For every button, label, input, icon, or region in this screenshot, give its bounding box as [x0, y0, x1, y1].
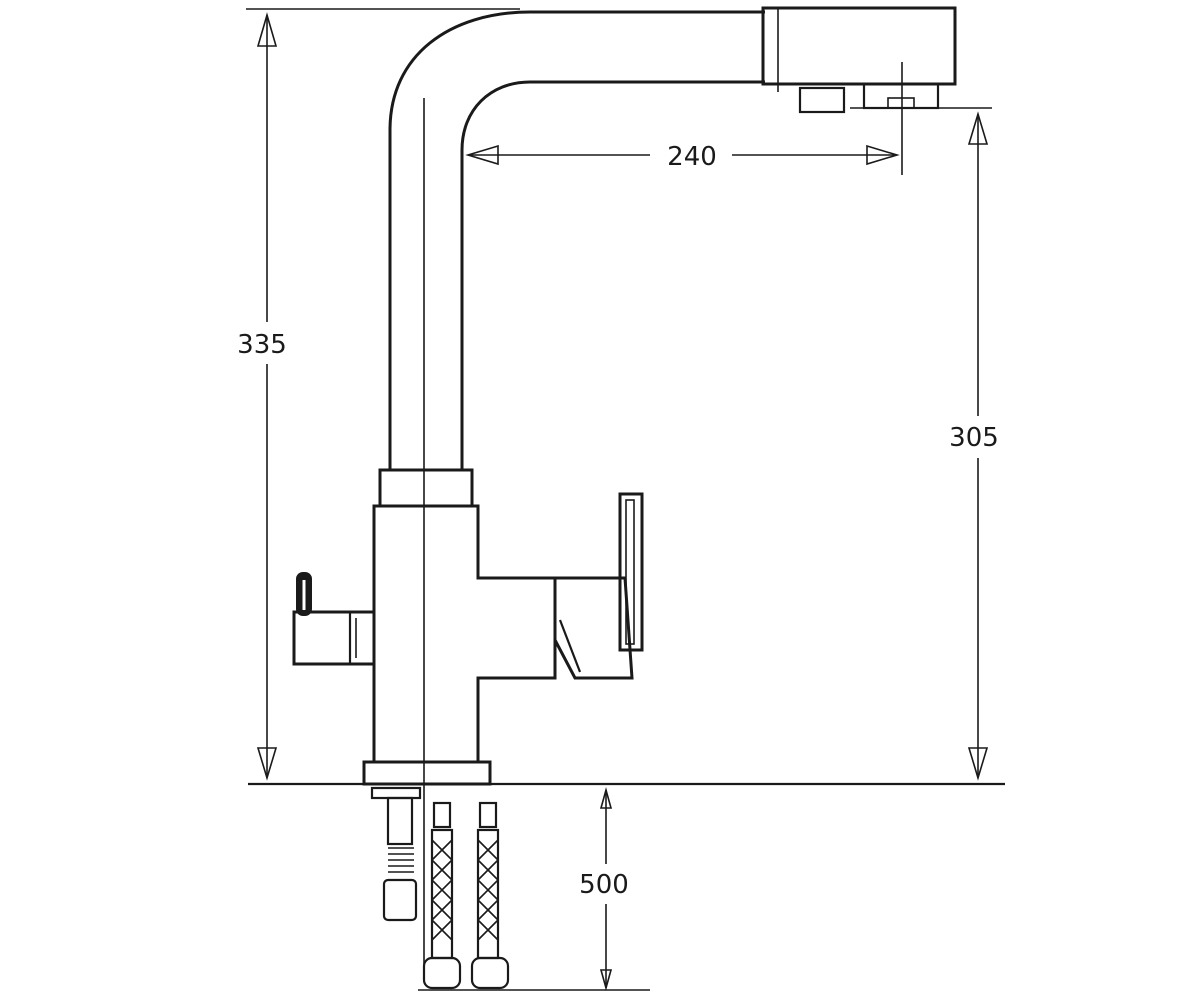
spout-head [761, 6, 957, 86]
dimension-spout-clearance-label: 305 [949, 423, 999, 453]
arrow-down-icon [256, 747, 278, 781]
threaded-stud [386, 796, 414, 846]
mixer-lever [618, 492, 644, 652]
collar-ring [378, 468, 474, 508]
arrow-left-icon [465, 144, 499, 166]
spout-inner-contour [460, 80, 765, 470]
main-body [372, 504, 557, 764]
arrow-up-icon [256, 12, 278, 47]
hose-nut-1 [422, 956, 462, 990]
filtered-water-outlet [798, 86, 846, 114]
dimension-total-height-label: 335 [237, 330, 287, 360]
dimension-hose-length: 500 [572, 787, 640, 991]
filter-connector [382, 878, 418, 922]
hose-2-braid [477, 839, 499, 941]
filter-valve-block [292, 610, 376, 666]
mixed-water-outlet [862, 82, 940, 110]
aerator [887, 97, 915, 109]
base-plate [362, 760, 492, 786]
faucet-outline [292, 6, 957, 786]
hose-nut-2 [470, 956, 510, 990]
mixer-lever-inner [625, 499, 635, 645]
arrow-up-icon [967, 111, 989, 145]
under-counter-connections [370, 786, 650, 991]
dimension-hose-length-label: 500 [579, 870, 629, 900]
dimension-spout-reach: 240 [465, 136, 900, 176]
dimension-spout-reach-label: 240 [667, 142, 717, 172]
arrow-down-icon [967, 747, 989, 781]
mixer-valve-block [553, 576, 634, 680]
arrow-down-icon [599, 969, 613, 991]
mixer-valve-bevel [558, 619, 582, 673]
stud-threads [388, 847, 414, 873]
reference-lines [246, 8, 1005, 786]
arrow-up-icon [599, 787, 613, 809]
arrow-right-icon [866, 144, 900, 166]
dimension-total-height: 335 [225, 12, 309, 781]
hose-fitting-1 [432, 801, 452, 829]
spout-outer-contour [388, 10, 765, 470]
hose-fitting-2 [478, 801, 498, 829]
hose-1-braid [431, 839, 453, 941]
dimension-spout-clearance: 305 [936, 111, 1020, 781]
fixing-nut [370, 786, 422, 800]
